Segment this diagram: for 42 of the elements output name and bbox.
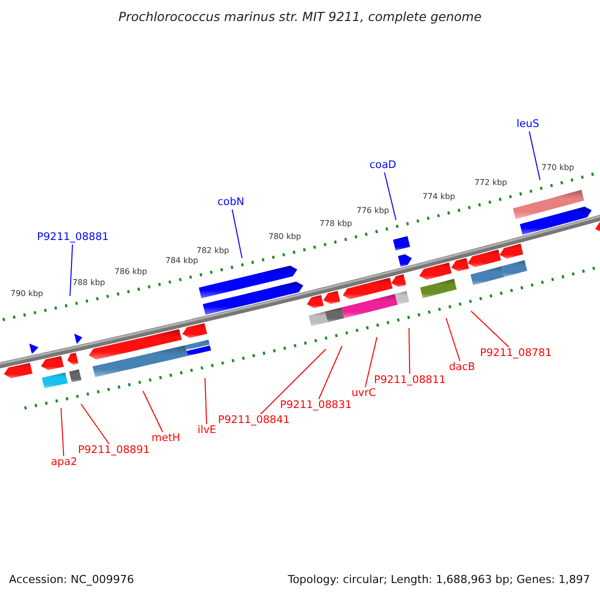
leader-line <box>142 390 164 432</box>
gene-label: cobN <box>216 196 246 210</box>
leader-line <box>204 378 208 424</box>
gene-label: P9211_08811 <box>373 374 447 388</box>
gene-label: ilvE <box>196 424 218 438</box>
gene-label: leuS <box>516 118 540 132</box>
scale-label: 774 kbp <box>422 192 456 202</box>
footer-text: Topology: circular; Length: 1,688,963 bp; Genes: 1,897 <box>288 574 590 586</box>
footer-text: Accession: NC_009976 <box>9 574 134 586</box>
scale-label: 776 kbp <box>356 206 390 216</box>
gene-label: P9211_08831 <box>279 399 353 413</box>
scale-label: 772 kbp <box>474 178 508 188</box>
gene-label: metH <box>150 432 182 446</box>
leader-line <box>408 328 410 374</box>
leader-line <box>60 408 64 456</box>
leader-line <box>232 209 242 258</box>
scale-label: 790 kbp <box>10 290 44 298</box>
gene-label: P9211_08891 <box>77 444 151 458</box>
leader-line <box>446 318 460 362</box>
gene-label: P9211_08781 <box>479 347 553 361</box>
leader-line <box>528 131 540 180</box>
scale-label: 788 kbp <box>72 278 106 288</box>
leader-line <box>470 310 510 348</box>
scale-label: 770 kbp <box>542 164 574 172</box>
gene-label: P9211_08881 <box>36 231 110 245</box>
scale-label: 780 kbp <box>268 232 302 242</box>
scale-label: 778 kbp <box>320 220 352 228</box>
leader-line <box>260 348 326 414</box>
leader-line <box>80 404 110 444</box>
leader-line <box>318 346 342 400</box>
scale-label: 782 kbp <box>196 246 230 256</box>
diagram-title: Prochlorococcus marinus str. MIT 9211, complete genome <box>117 10 483 24</box>
leader-line <box>364 336 378 388</box>
gene-label: uvrC <box>350 387 378 401</box>
leader-line <box>70 244 73 296</box>
scale-label: 784 kbp <box>166 256 198 266</box>
gene-label: apa2 <box>50 456 78 470</box>
leader-line <box>384 172 396 220</box>
scale-label: 786 kbp <box>114 268 148 276</box>
gene-label: coaD <box>368 159 398 173</box>
gene-label: P9211_08841 <box>217 414 291 428</box>
gene-label: dacB <box>448 361 476 375</box>
